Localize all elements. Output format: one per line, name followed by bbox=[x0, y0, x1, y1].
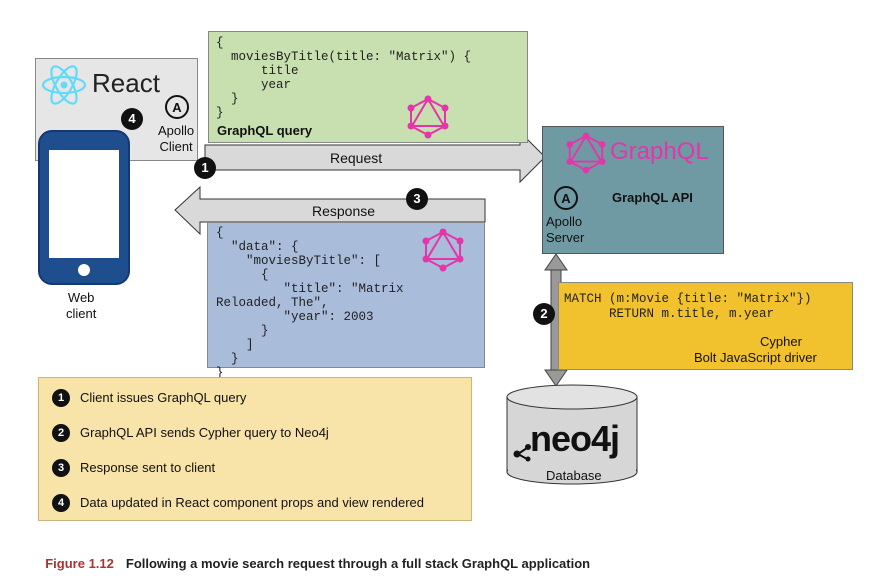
request-label: Request bbox=[330, 150, 383, 166]
query-label: GraphQL query bbox=[217, 123, 313, 138]
step-3-badge: 3 bbox=[406, 188, 428, 210]
query-box bbox=[208, 31, 528, 143]
database-label: Database bbox=[546, 468, 602, 483]
apollo-server-icon: A bbox=[554, 186, 578, 210]
graphql-api-label: GraphQL API bbox=[612, 190, 693, 205]
legend-badge-4: 4 bbox=[52, 494, 70, 512]
react-icon bbox=[41, 65, 87, 105]
figure-number: Figure 1.12 bbox=[45, 556, 114, 571]
response-label: Response bbox=[312, 203, 376, 219]
legend-text-2: GraphQL API sends Cypher query to Neo4j bbox=[80, 425, 329, 440]
legend-text-1: Client issues GraphQL query bbox=[80, 390, 247, 405]
legend-badge-2: 2 bbox=[52, 424, 70, 442]
legend-text-3: Response sent to client bbox=[80, 460, 216, 475]
graphql-wordmark: GraphQL bbox=[610, 138, 709, 165]
phone-screen bbox=[49, 150, 119, 258]
web-client-label: Web client bbox=[66, 290, 97, 321]
svg-text:A: A bbox=[561, 191, 571, 206]
graphql-logo-response bbox=[422, 228, 464, 272]
cypher-code: MATCH (m:Movie {title: "Matrix"}) RETURN… bbox=[564, 292, 812, 321]
legend-badge-3: 3 bbox=[52, 459, 70, 477]
apollo-server-label: Apollo Server bbox=[546, 214, 585, 245]
cypher-box bbox=[558, 282, 853, 370]
svg-text:A: A bbox=[172, 100, 182, 115]
legend-box bbox=[38, 377, 472, 521]
figure-caption: Figure 1.12 Following a movie search requ… bbox=[38, 541, 590, 571]
react-label: React bbox=[92, 68, 160, 98]
phone-home-button bbox=[78, 264, 90, 276]
neo4j-logo: neo4j bbox=[530, 418, 620, 459]
apollo-client-icon: A bbox=[165, 95, 189, 119]
graphql-logo-query bbox=[407, 95, 449, 139]
cypher-label: Cypher bbox=[760, 334, 802, 349]
legend-badge-1: 1 bbox=[52, 389, 70, 407]
response-box bbox=[207, 222, 485, 368]
figure-caption-text: Following a movie search request through… bbox=[125, 556, 591, 571]
step-4-badge: 4 bbox=[121, 108, 143, 130]
step-2-badge: 2 bbox=[533, 303, 555, 325]
apollo-client-label: Apollo Client bbox=[158, 123, 195, 154]
neo4j-node-icon bbox=[513, 444, 531, 462]
legend-text-4: Data updated in React component props an… bbox=[80, 495, 424, 510]
graphql-logo-api bbox=[566, 132, 606, 174]
step-1-badge: 1 bbox=[194, 157, 216, 179]
query-code: { moviesByTitle(title: "Matrix") { title… bbox=[216, 36, 472, 120]
response-code: { "data": { "moviesByTitle": [ { "title"… bbox=[216, 226, 404, 380]
bolt-driver-label: Bolt JavaScript driver bbox=[694, 350, 817, 365]
